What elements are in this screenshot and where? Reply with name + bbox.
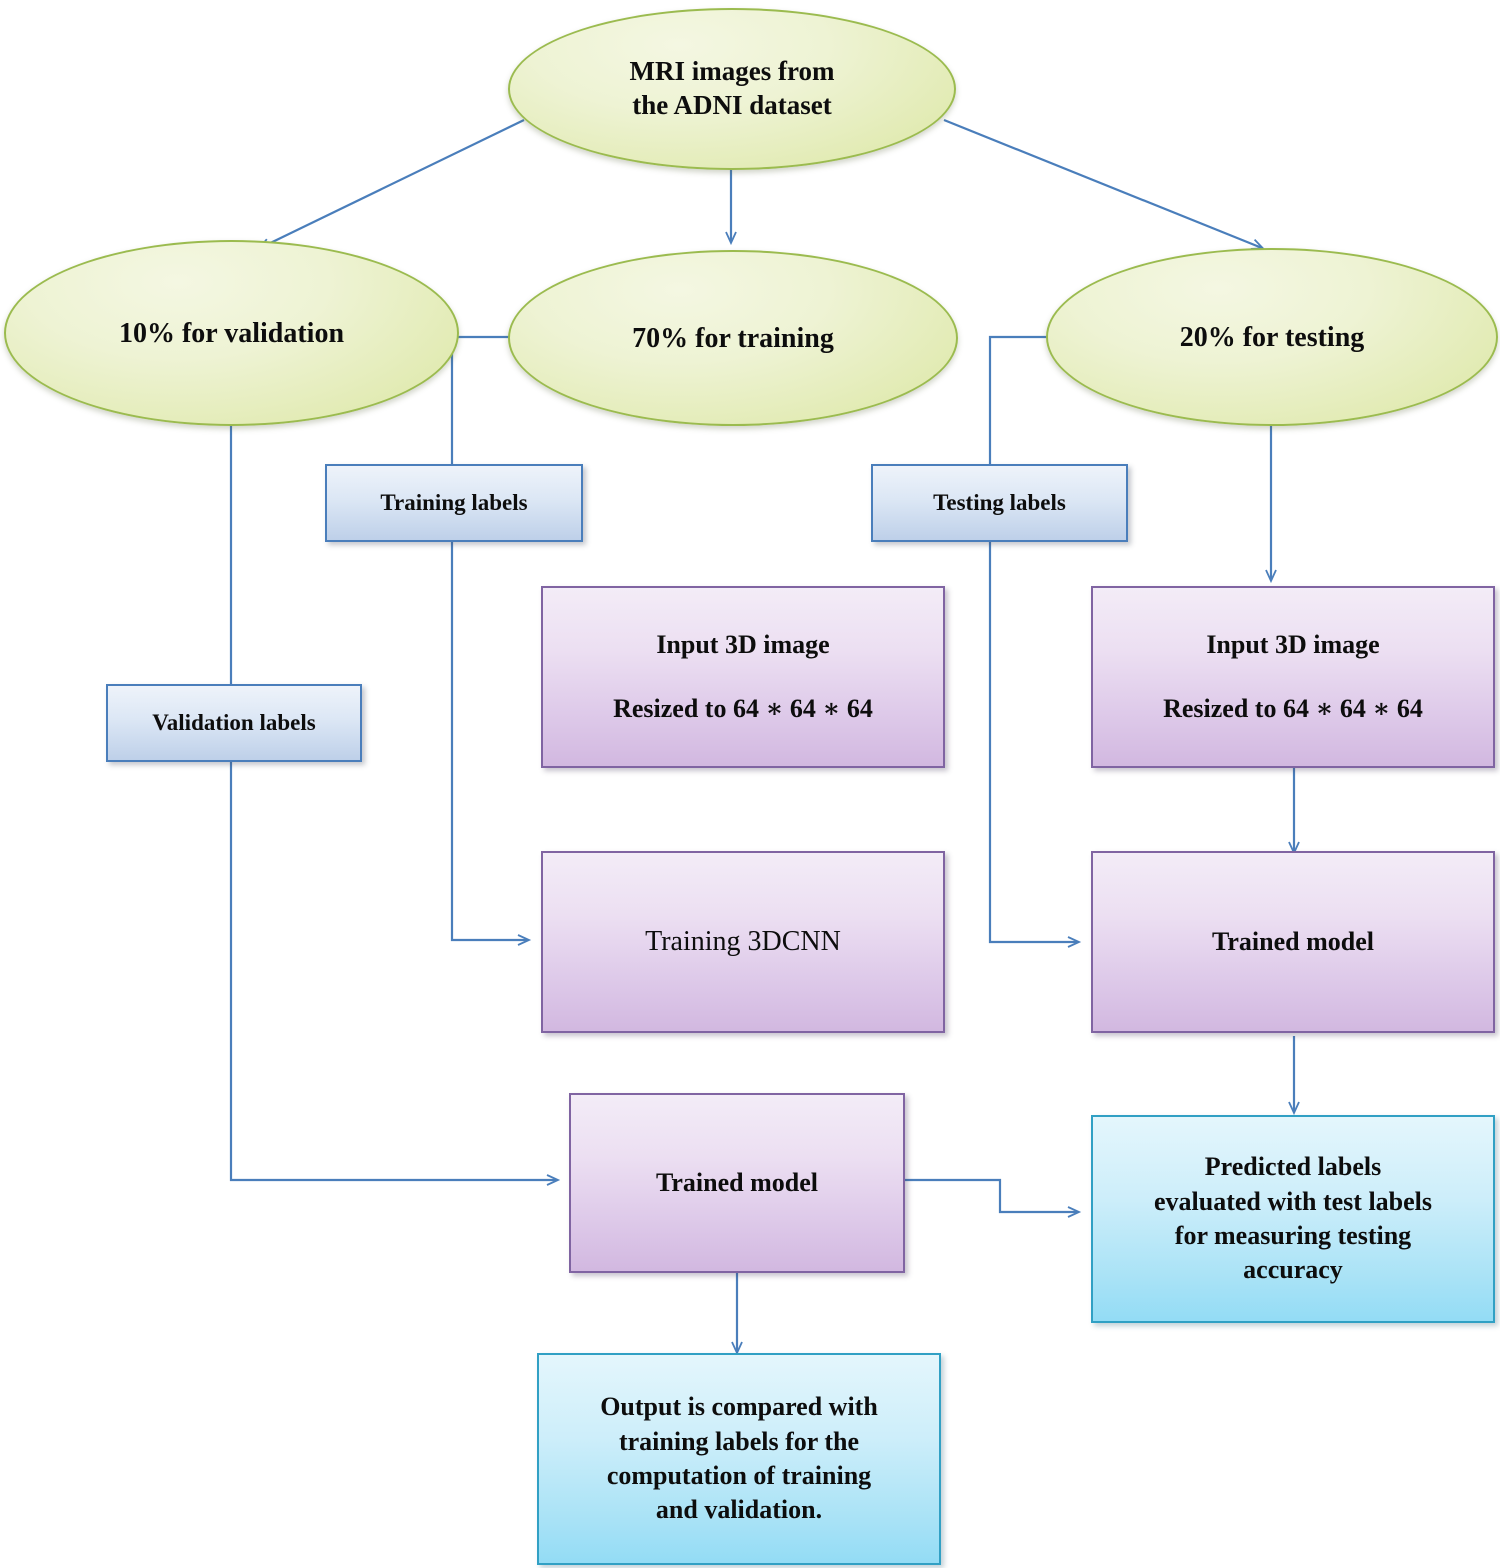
validation-labels-label: Validation labels [152, 710, 316, 735]
node-validation-labels[interactable]: Validation labels [106, 684, 362, 762]
edge-testing-to-testinglabels [988, 335, 1082, 948]
input-3d-test-line1: Input 3D image [1206, 630, 1380, 659]
node-training-labels[interactable]: Training labels [325, 464, 583, 542]
input-3d-train-line2: Resized to 64 ∗ 64 ∗ 64 [613, 694, 873, 723]
input-3d-test-line2: Resized to 64 ∗ 64 ∗ 64 [1163, 694, 1423, 723]
output-compared-line2: training labels for the [618, 1426, 859, 1456]
node-split-training[interactable]: 70% for training [508, 250, 958, 426]
training-labels-label: Training labels [380, 490, 528, 515]
split-training-label: 70% for training [632, 322, 834, 354]
node-source-dataset[interactable]: MRI images from the ADNI dataset [508, 8, 956, 170]
testing-labels-label: Testing labels [933, 490, 1066, 515]
node-output-compared[interactable]: Output is compared with training labels … [537, 1353, 941, 1565]
predicted-labels-line2: evaluated with test labels [1153, 1186, 1433, 1216]
source-line1: MRI images from [629, 56, 835, 87]
node-predicted-labels[interactable]: Predicted labels evaluated with test lab… [1091, 1115, 1495, 1323]
split-validation-label: 10% for validation [118, 317, 345, 349]
predicted-labels-line3: for measuring testing [1174, 1221, 1412, 1250]
node-split-testing[interactable]: 20% for testing [1046, 248, 1498, 426]
edge-training-to-traininglabels [450, 335, 532, 946]
node-trained-model-train[interactable]: Trained model [569, 1093, 905, 1273]
node-input-3d-test[interactable]: Input 3D image Resized to 64 ∗ 64 ∗ 64 [1091, 586, 1495, 768]
output-compared-line4: and validation. [655, 1495, 823, 1525]
node-split-validation[interactable]: 10% for validation [4, 240, 459, 426]
node-input-3d-train[interactable]: Input 3D image Resized to 64 ∗ 64 ∗ 64 [541, 586, 945, 768]
node-training-3dcnn[interactable]: Training 3DCNN [541, 851, 945, 1033]
node-testing-labels[interactable]: Testing labels [871, 464, 1128, 542]
trained-model-train-label: Trained model [655, 1168, 819, 1197]
node-trained-model-test[interactable]: Trained model [1091, 851, 1495, 1033]
split-testing-label: 20% for testing [1179, 321, 1365, 353]
training-3dcnn-label: Training 3DCNN [645, 926, 841, 957]
edge-trainedmodeltrain-to-predicted [905, 1178, 1082, 1218]
output-compared-line3: computation of training [606, 1461, 872, 1490]
output-compared-line1: Output is compared with [600, 1392, 878, 1422]
input-3d-train-line1: Input 3D image [656, 630, 830, 659]
predicted-labels-line4: accuracy [1243, 1255, 1343, 1285]
predicted-labels-line1: Predicted labels [1204, 1152, 1382, 1182]
trained-model-test-label: Trained model [1211, 927, 1375, 956]
source-line2: the ADNI dataset [632, 90, 832, 120]
edge-source-to-testing [943, 118, 1265, 250]
edge-source-to-validation [257, 119, 525, 250]
